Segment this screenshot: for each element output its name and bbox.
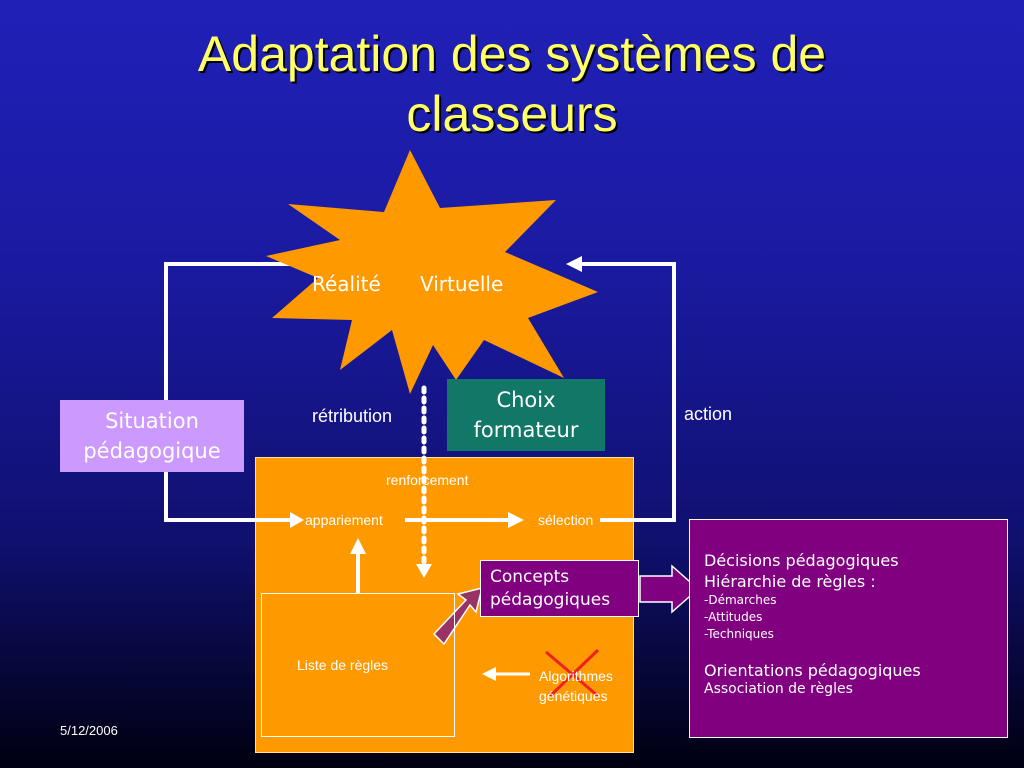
- arrow-rules-concepts: [432, 586, 484, 646]
- arrowhead-selection: [508, 512, 524, 528]
- title-line-1: Adaptation des systèmes de: [197, 26, 827, 82]
- action-label: action: [684, 404, 733, 424]
- hierarchy-heading: Hiérarchie de règles :: [704, 572, 876, 591]
- arrowhead-left: [482, 667, 496, 681]
- association-text: Association de règles: [704, 681, 853, 697]
- algorithmes-line-1: Algorithmes: [539, 668, 613, 684]
- rules-label: Liste de règles: [297, 657, 389, 673]
- title-line-2: classeurs: [406, 86, 618, 142]
- decisions-item: -Démarches: [704, 593, 777, 607]
- slide-date: 5/12/2006: [60, 723, 118, 738]
- decisions-heading: Décisions pédagogiques: [704, 551, 899, 570]
- right-loop-line: [580, 262, 676, 522]
- appariement-label: appariement: [305, 512, 383, 528]
- arrow-concepts-decisions: [639, 564, 700, 614]
- choix-line-2: formateur: [473, 418, 579, 442]
- arrowhead-appariement: [290, 512, 304, 528]
- decisions-box: Décisions pédagogiques Hiérarchie de règ…: [689, 519, 1008, 738]
- situation-line-2: pédagogique: [83, 439, 221, 463]
- algorithmes-label: Algorithmes génétiques: [539, 666, 613, 706]
- loop-lines: [164, 262, 676, 522]
- slide-title: Adaptation des systèmes de classeurs: [0, 24, 1024, 144]
- concepts-line-1: Concepts: [490, 567, 570, 587]
- arrowhead-retribution: [416, 564, 432, 578]
- situation-line-1: Situation: [105, 409, 199, 433]
- choix-box: Choix formateur: [447, 379, 605, 451]
- algorithmes-line-2: génétiques: [539, 688, 608, 704]
- star-label-virtuelle: Virtuelle: [420, 272, 504, 296]
- retribution-label: rétribution: [312, 406, 393, 426]
- star-label-realite: Réalité: [312, 272, 381, 296]
- situation-box: Situation pédagogique: [60, 400, 244, 472]
- decisions-item: -Techniques: [704, 627, 774, 641]
- star-shape: [266, 150, 598, 394]
- rules-box: [261, 593, 455, 737]
- concepts-line-2: pédagogiques: [490, 590, 611, 610]
- choix-line-1: Choix: [496, 388, 556, 412]
- orientations-heading: Orientations pédagogiques: [704, 661, 921, 680]
- renforcement-label: renforcement: [386, 472, 469, 488]
- decisions-item: -Attitudes: [704, 610, 763, 624]
- red-cross: [545, 648, 600, 698]
- left-loop-line: [164, 262, 300, 522]
- arrowhead-up: [350, 538, 366, 554]
- concepts-box: Concepts pédagogiques: [480, 560, 639, 617]
- selection-label: sélection: [538, 512, 594, 528]
- arrowhead-into-star: [566, 256, 582, 272]
